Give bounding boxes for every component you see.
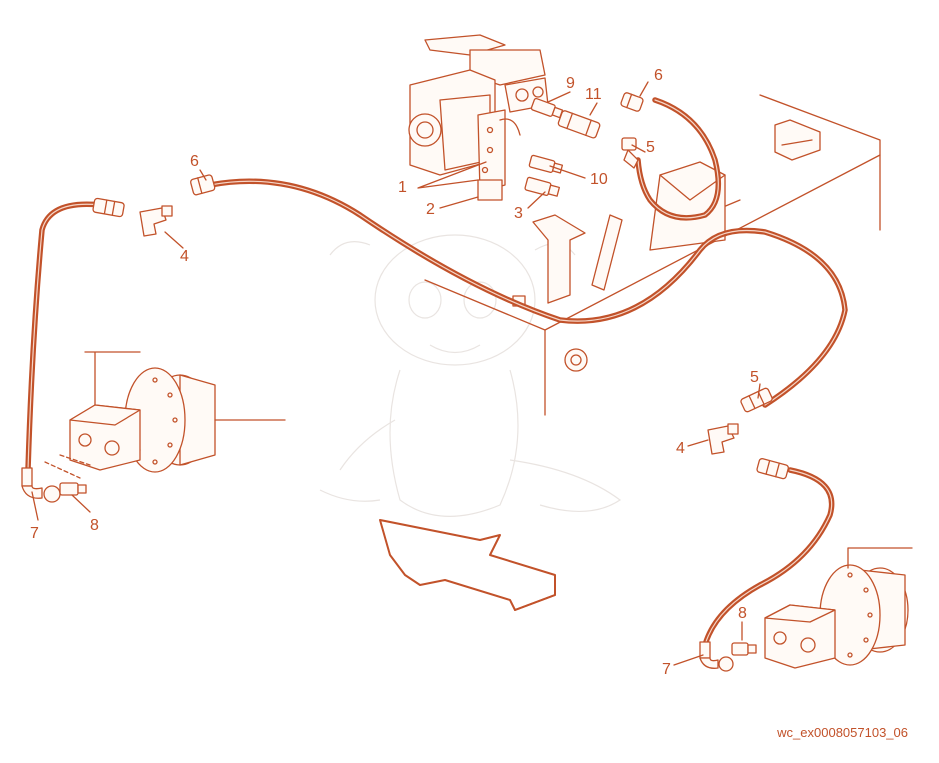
leader-lines [31, 81, 761, 666]
callout-3: 3 [514, 205, 523, 222]
travel-motor-left [44, 351, 286, 479]
callout-6-right: 6 [654, 67, 663, 84]
fitting-5-upper [621, 137, 639, 169]
fitting-6-left [190, 174, 216, 196]
fitting-10 [528, 154, 564, 174]
fitting-6-right [620, 92, 644, 112]
callouts: 1 2 3 4 4 5 5 6 6 7 7 8 8 9 10 11 [30, 67, 759, 678]
elbow-7-right [699, 641, 734, 672]
plug-8-right [731, 642, 757, 656]
callout-6-left: 6 [190, 153, 199, 170]
hose-fittings [21, 92, 789, 672]
fitting-7-top [92, 197, 125, 218]
callout-8-left: 8 [90, 517, 99, 534]
elbow-7-left [21, 467, 61, 503]
fitting-3 [524, 176, 561, 197]
callout-1: 1 [398, 179, 407, 196]
fitting-5-right [740, 387, 773, 413]
hoses [25, 97, 848, 648]
plug-8-left [59, 482, 87, 496]
callout-4-left: 4 [180, 248, 189, 265]
callout-8-right: 8 [738, 605, 747, 622]
fitting-lower-right [756, 458, 789, 480]
callout-5-right: 5 [750, 369, 759, 386]
callout-7-left: 7 [30, 525, 39, 542]
machine-frame [424, 94, 881, 416]
callout-11: 11 [585, 86, 602, 103]
travel-motor-right [764, 547, 913, 669]
callout-2: 2 [426, 201, 435, 218]
control-valve [408, 34, 549, 201]
figure-code: wc_ex0008057103_06 [776, 725, 908, 740]
callout-7-right: 7 [662, 661, 671, 678]
callout-4-right: 4 [676, 440, 685, 457]
elbow-4-right [707, 423, 739, 455]
callout-10: 10 [590, 171, 608, 188]
elbow-4-left [139, 205, 173, 237]
callout-5-upper: 5 [646, 139, 655, 156]
callout-9: 9 [566, 75, 575, 92]
forward-arrow-icon [379, 519, 556, 611]
watermark-mascot [319, 234, 622, 517]
fitting-11 [557, 110, 601, 139]
